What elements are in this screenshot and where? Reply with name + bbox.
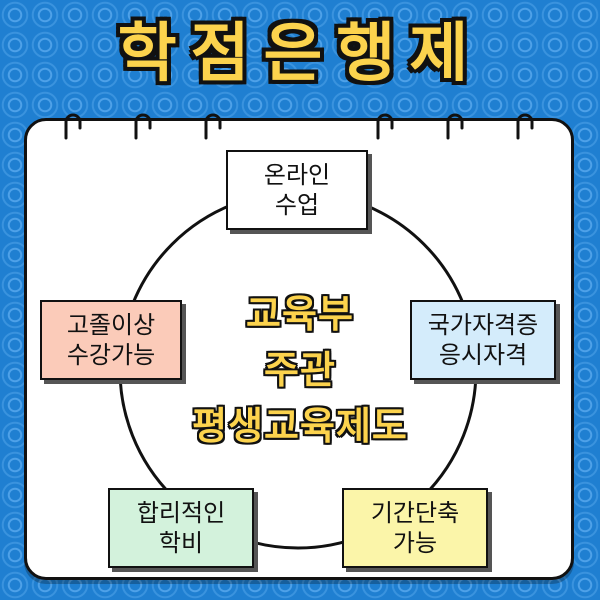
box-line: 응시자격 (438, 341, 528, 369)
box-top: 온라인 수업 (226, 150, 368, 230)
box-line: 수업 (274, 191, 320, 219)
box-line: 수강가능 (66, 341, 156, 369)
page-title: 학점은행제 (117, 17, 483, 91)
box-line: 가능 (392, 529, 438, 557)
center-line: 교육부 (246, 292, 354, 336)
center-line: 주관 (264, 348, 336, 392)
box-bottom-right: 기간단축 가능 (342, 488, 488, 568)
center-line: 평생교육제도 (192, 404, 408, 448)
box-right: 국가자격증 응시자격 (410, 300, 556, 380)
box-bottom-left: 합리적인 학비 (108, 488, 254, 568)
box-left: 고졸이상 수강가능 (40, 300, 182, 380)
box-line: 기간단축 (370, 499, 460, 527)
box-line: 고졸이상 (66, 311, 156, 339)
box-line: 온라인 (263, 161, 331, 189)
box-line: 학비 (158, 529, 204, 557)
box-line: 합리적인 (136, 499, 226, 527)
center-text: 교육부 주관 평생교육제도 (160, 280, 440, 460)
box-line: 국가자격증 (427, 311, 539, 339)
